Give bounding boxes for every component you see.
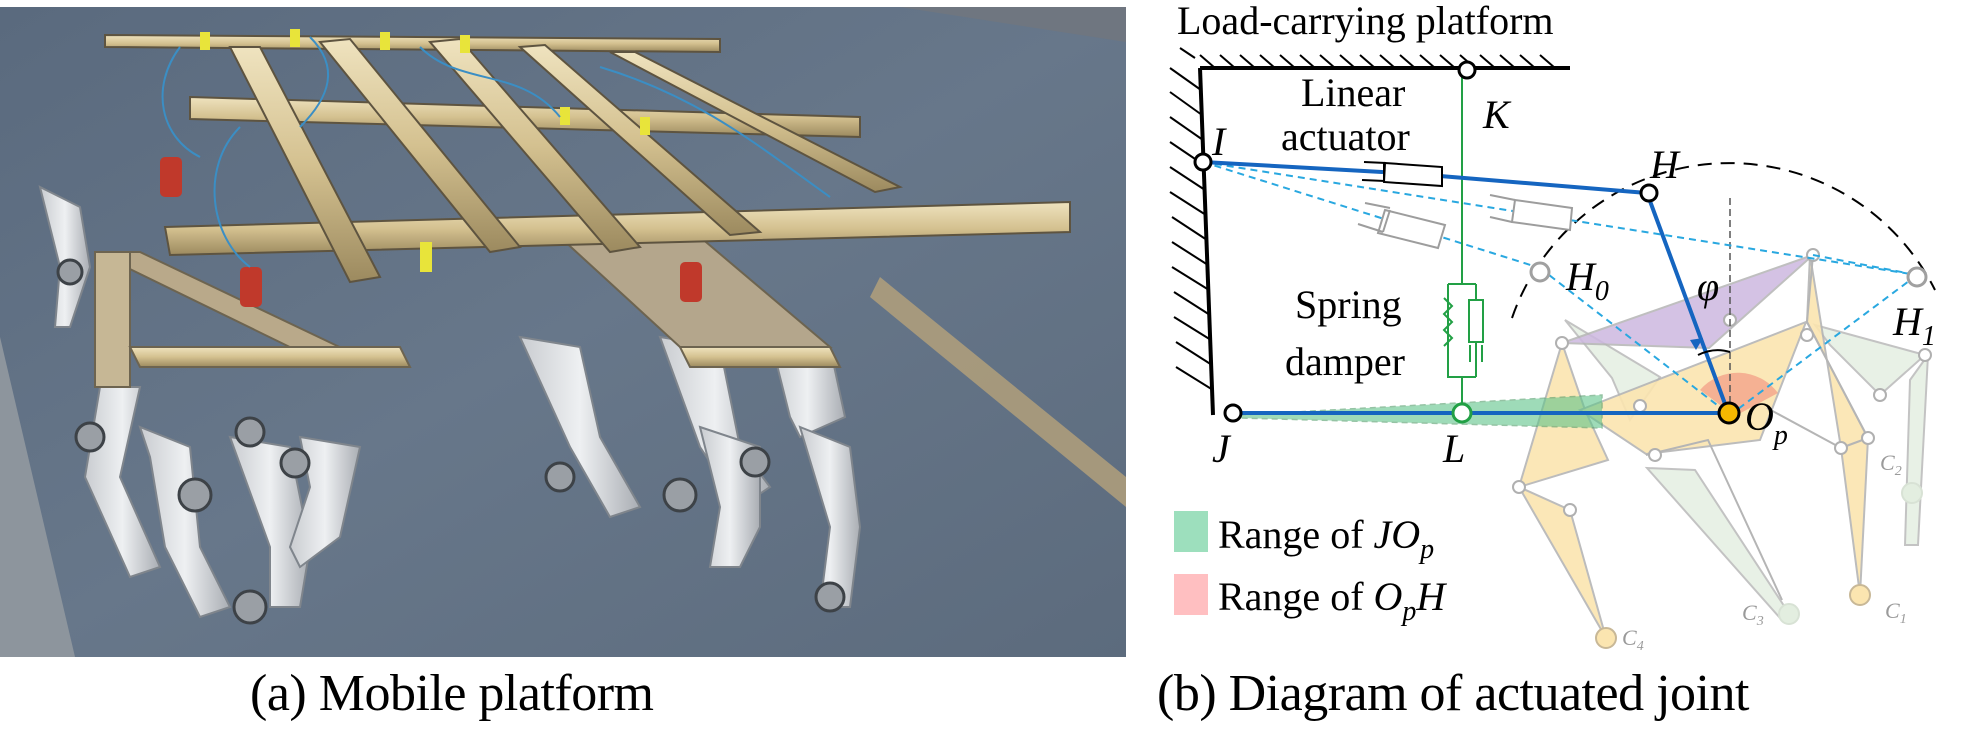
foot-c2 (1901, 482, 1923, 504)
yellow-link-4 (1839, 436, 1870, 596)
point-h-label: H (1649, 142, 1681, 187)
actuated-joint-diagram: C1 C2 C3 C4 (1140, 0, 1963, 660)
point-op-label: Op (1745, 394, 1788, 451)
main-links (1201, 160, 1730, 415)
angle-arrow (1690, 338, 1703, 350)
joint-j (1223, 403, 1243, 423)
linear-actuator (1361, 161, 1443, 188)
cable-ties (200, 29, 650, 272)
legend-swatch-oph (1174, 574, 1208, 615)
yellow-link-5 (1577, 320, 1808, 456)
road-surface (0, 7, 1126, 657)
caption-a: (a) Mobile platform (250, 665, 654, 722)
h-trajectory-arc (1511, 162, 1936, 319)
legend: Range of JOp Range of OpH (1174, 511, 1447, 627)
joint-l (1451, 402, 1473, 424)
leg-linkage (1516, 254, 1930, 639)
point-j-label: J (1212, 426, 1232, 471)
road-marking (870, 277, 1126, 507)
ground-hatching (1169, 47, 1570, 416)
joint-h0 (1529, 261, 1551, 283)
actuator-label-line1: Linear (1301, 70, 1405, 115)
actuator-label-line2: actuator (1281, 114, 1410, 159)
photo-illustration (0, 7, 1126, 657)
mobile-platform-photo (0, 7, 1126, 657)
diagram-joints (1193, 60, 1928, 423)
robot-wheels (56, 258, 846, 625)
joint-i (1193, 152, 1213, 172)
robot-side-frames (94, 236, 842, 388)
foot-c1 (1849, 584, 1871, 606)
legend-label-oph: Range of OpH (1218, 574, 1447, 627)
curb (0, 337, 75, 657)
foot-c4 (1595, 627, 1617, 649)
angle-phi-label: φ (1697, 264, 1719, 309)
green-link-2 (1903, 351, 1930, 546)
caption-b: (b) Diagram of actuated joint (1157, 665, 1749, 722)
joint-k (1457, 60, 1477, 80)
yellow-link-2 (1516, 484, 1607, 639)
angle-arc (1697, 349, 1731, 356)
spring-label-line1: Spring (1295, 282, 1402, 327)
robot-top-frame (104, 33, 1071, 284)
joint-h (1639, 183, 1659, 203)
point-i-label: I (1211, 119, 1227, 164)
foot-c4-label: C4 (1622, 625, 1644, 654)
feet (1595, 482, 1923, 649)
cables (161, 36, 831, 268)
spring-damper (1442, 70, 1484, 412)
foot-c1-label: C1 (1885, 598, 1907, 627)
point-k-label: K (1482, 92, 1512, 137)
point-h0-label: H0 (1565, 254, 1609, 307)
diagram-svg: C1 C2 C3 C4 (1169, 0, 1936, 654)
spring-label-line2: damper (1285, 339, 1405, 384)
point-l-label: L (1442, 426, 1465, 471)
curb-top (900, 7, 1126, 42)
legend-label-jop: Range of JOp (1218, 512, 1434, 565)
foot-c3-label: C3 (1742, 600, 1764, 629)
foot-c2-label: C2 (1880, 450, 1902, 479)
ghost-actuators (1357, 194, 1574, 250)
legend-swatch-jop (1174, 511, 1208, 552)
green-link-3 (1644, 466, 1792, 620)
point-h1-label: H1 (1892, 299, 1936, 352)
motors (160, 157, 702, 307)
foot-c3 (1778, 603, 1800, 625)
linkage-joints (1512, 248, 1932, 517)
joint-h1 (1906, 266, 1928, 288)
joint-op (1717, 401, 1741, 425)
platform-label: Load-carrying platform (1177, 0, 1554, 43)
